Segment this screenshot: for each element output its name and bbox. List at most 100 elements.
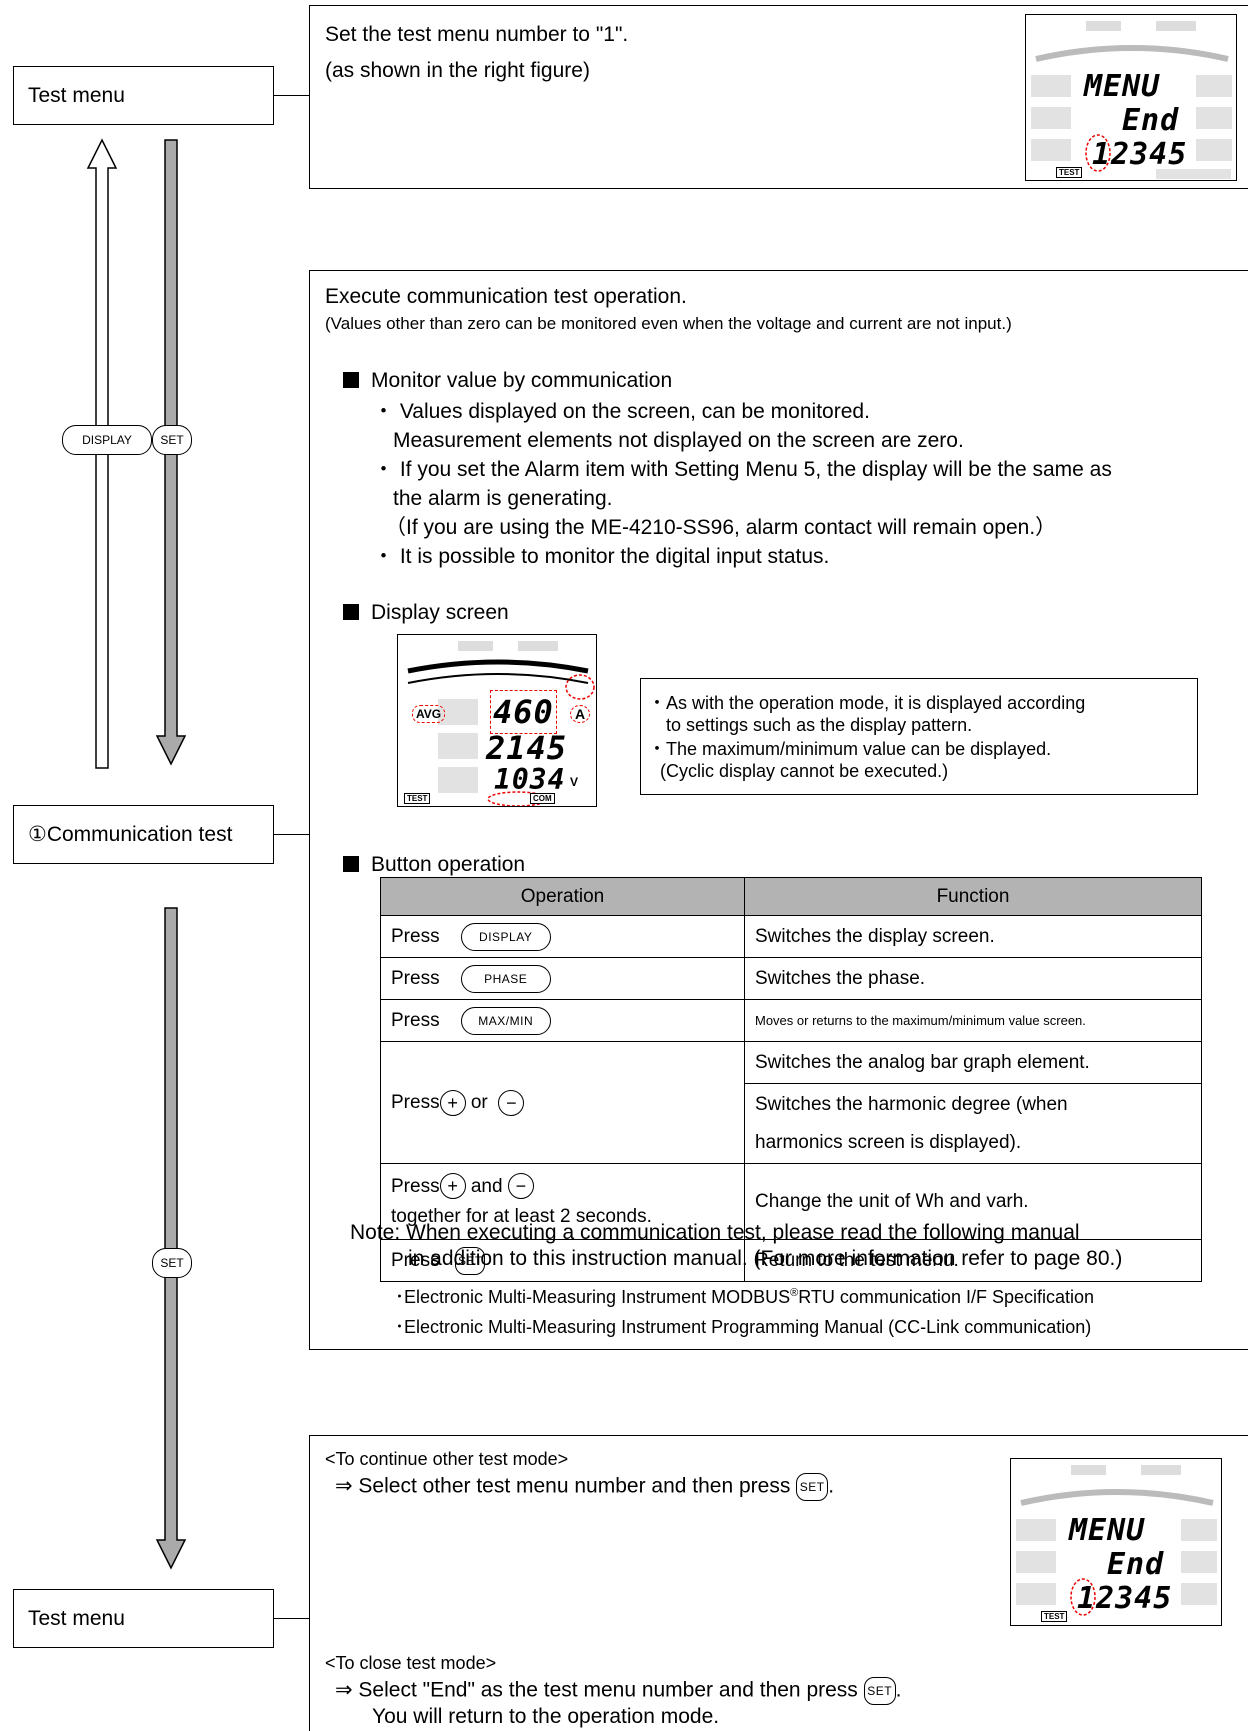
lcd-comm-row3: 1034 (494, 763, 566, 796)
lcd-menu-row1: MENU (1084, 69, 1161, 104)
minus-icon: − (506, 1092, 517, 1113)
monitor-line: the alarm is generating. (393, 487, 613, 510)
lcd-test-tag: TEST (1041, 1611, 1068, 1622)
maxmin-button[interactable]: MAX/MIN (460, 1006, 551, 1035)
display-note-line: to settings such as the display pattern. (666, 715, 973, 735)
display-button[interactable]: DISPLAY (62, 425, 152, 455)
display-button-label: DISPLAY (479, 929, 533, 944)
lcd-menu-row3: 12345 (1077, 1581, 1173, 1616)
set-button-label: SET (160, 1256, 184, 1270)
note-line: Note: When executing a communication tes… (350, 1221, 1080, 1244)
set-button[interactable]: SET (863, 1677, 896, 1705)
step1-note: (as shown in the right figure) (325, 59, 590, 82)
test-menu-label: Test menu (28, 83, 125, 107)
phase-button[interactable]: PHASE (460, 964, 551, 993)
step2-title: Execute communication test operation. (325, 285, 687, 308)
operation-cell: Press + and − together for at least 2 seco… (380, 1163, 745, 1240)
down-arrow-icon (155, 907, 187, 1570)
continue-heading: <To continue other test mode> (325, 1449, 569, 1469)
set-button-label: SET (160, 433, 184, 447)
operation-cell: Press MAX/MIN (380, 999, 745, 1042)
button-operation-table: Operation Function Press DISPLAY Switche… (380, 877, 1202, 1282)
plus-icon: + (447, 1092, 458, 1113)
monitor-line: （If you are using the ME-4210-SS96, alar… (385, 516, 1057, 539)
step2-subtitle: (Values other than zero can be monitored… (325, 314, 1012, 333)
function-line: harmonics screen is displayed). (755, 1131, 1022, 1153)
table-row: Press SET Return to the test menu. (380, 1239, 1202, 1282)
lcd-background-icon (1016, 1465, 1217, 1605)
plus-icon: + (447, 1176, 458, 1197)
comm-test-box: ①Communication test (13, 805, 274, 864)
button-heading: Button operation (343, 852, 525, 878)
operation-cell: Press DISPLAY (380, 915, 745, 958)
lcd-menu-row2: End (1122, 103, 1180, 138)
connector-line (274, 95, 310, 96)
function-cell: Switches the analog bar graph element. (744, 1041, 1202, 1084)
and-label: and (470, 1175, 503, 1197)
function-cell: Switches the phase. (744, 957, 1202, 1000)
set-button[interactable]: SET (796, 1473, 829, 1501)
phase-button-label: PHASE (484, 971, 528, 986)
manual-line-1: ･Electronic Multi-Measuring Instrument M… (395, 1280, 1094, 1310)
minus-button[interactable]: − (498, 1089, 525, 1116)
press-label: Press (391, 1175, 440, 1197)
manual-text: RTU communication I/F Specification (798, 1287, 1095, 1307)
continue-text: ⇒ Select other test menu number and then… (335, 1474, 791, 1498)
lcd-com-tag: COM (530, 793, 555, 804)
monitor-line: ・ Values displayed on the screen, can be… (373, 400, 870, 423)
close-line-2: You will return to the operation mode. (372, 1705, 720, 1728)
plus-button[interactable]: + (439, 1089, 466, 1116)
press-label: Press (391, 925, 440, 947)
set-button-label: SET (458, 1253, 483, 1268)
panel-left-edge (309, 5, 310, 189)
lcd-avg-label: AVG (412, 705, 446, 723)
set-button[interactable]: SET (152, 1248, 192, 1278)
step1-instruction: Set the test menu number to "1". (325, 23, 629, 46)
manual-line-2: ･Electronic Multi-Measuring Instrument P… (395, 1317, 1092, 1337)
minus-icon: − (515, 1176, 527, 1197)
bullet-square-icon (343, 856, 359, 872)
function-cell: Return to the test menu. (744, 1239, 1202, 1282)
function-line: Switches the harmonic degree (when (755, 1093, 1068, 1115)
test-menu-label: Test menu (28, 1606, 125, 1630)
lcd-menu-row3: 12345 (1092, 137, 1188, 172)
lcd-unit-a: A (570, 705, 591, 723)
lcd-comm-row2: 2145 (486, 729, 568, 767)
together-label: together for at least 2 seconds. (391, 1205, 652, 1227)
display-button[interactable]: DISPLAY (460, 922, 551, 951)
connector-line (274, 1618, 310, 1619)
continue-line: ⇒ Select other test menu number and then… (335, 1473, 834, 1501)
note-line: in addition to this instruction manual. … (408, 1247, 1123, 1270)
lcd-test-tag: TEST (404, 793, 431, 804)
comm-test-label: ①Communication test (28, 823, 233, 846)
minus-button[interactable]: − (507, 1173, 534, 1200)
manual-text: ･Electronic Multi-Measuring Instrument M… (395, 1287, 791, 1307)
press-label: Press (391, 1249, 440, 1271)
table-row: Press DISPLAY Switches the display scree… (380, 915, 1202, 958)
display-notes-box (640, 678, 1198, 795)
lcd-unit-v: V (570, 775, 579, 789)
set-button-label: SET (799, 1480, 825, 1494)
lcd-test-tag: TEST (1056, 167, 1083, 178)
table-row: Press MAX/MIN Moves or returns to the ma… (380, 999, 1202, 1042)
function-cell: Switches the display screen. (744, 915, 1202, 958)
monitor-line: ・ It is possible to monitor the digital … (373, 545, 830, 568)
maxmin-button-label: MAX/MIN (478, 1013, 534, 1028)
close-text: ⇒ Select "End" as the test menu number a… (335, 1678, 858, 1702)
column-header-operation: Operation (380, 877, 745, 916)
monitor-line: ・ If you set the Alarm item with Setting… (373, 458, 1112, 481)
set-button[interactable]: SET (455, 1246, 486, 1275)
lcd-background-icon (1031, 21, 1232, 179)
monitor-heading-text: Monitor value by communication (371, 369, 673, 392)
set-button-label: SET (867, 1684, 893, 1698)
set-button[interactable]: SET (152, 425, 192, 455)
press-label: Press (391, 967, 440, 989)
lcd-menu-image: MENU End 12345 TEST (1025, 14, 1237, 181)
table-row: Press PHASE Switches the phase. (380, 957, 1202, 1000)
test-menu-box-top: Test menu (13, 66, 274, 125)
plus-button[interactable]: + (439, 1173, 466, 1200)
lcd-comm-image: AVG 460 A 2145 1034 V TEST COM (397, 634, 597, 807)
highlight-burst-icon (1085, 134, 1111, 172)
test-menu-box-bottom: Test menu (13, 1589, 274, 1648)
connector-line (274, 834, 310, 835)
